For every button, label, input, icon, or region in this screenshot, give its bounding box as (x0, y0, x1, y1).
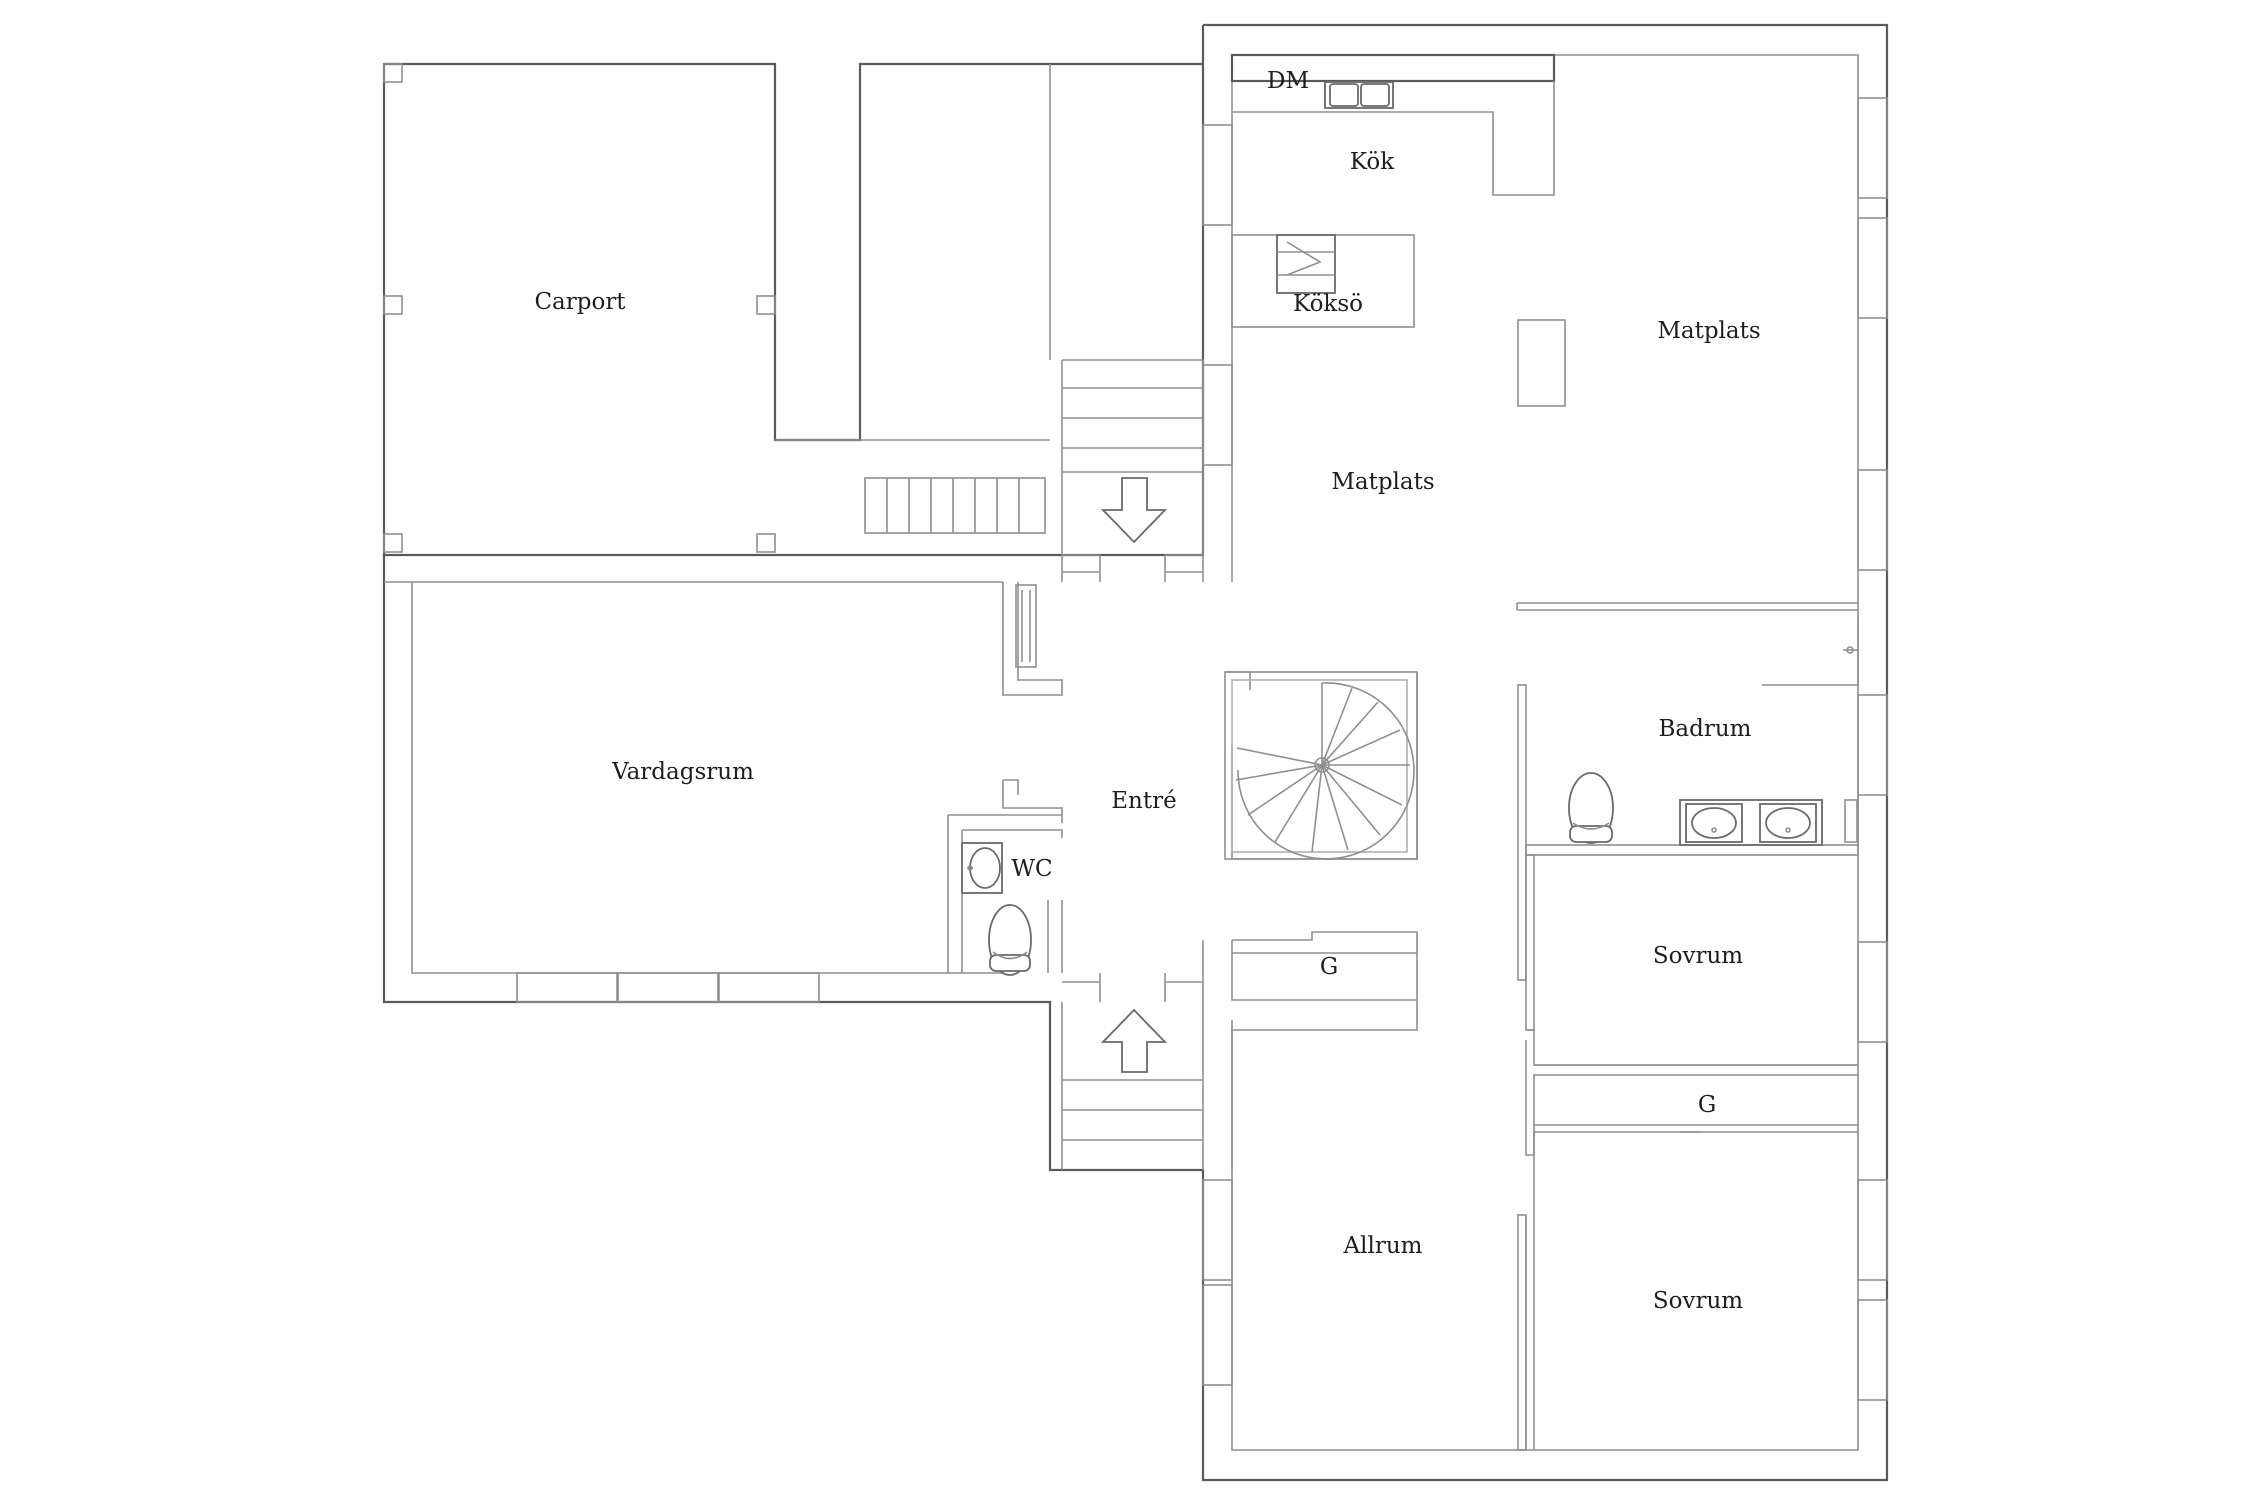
radiator (1015, 584, 1037, 668)
label-matplats-1: Matplats (1657, 318, 1760, 344)
wc-room (947, 779, 1063, 976)
label-wc: WC (1011, 856, 1052, 882)
room-labels: Carport DM Kök Köksö Matplats Matplats V… (534, 68, 1760, 1314)
closet-g (1231, 931, 1418, 1170)
north-stair (1061, 359, 1204, 582)
label-allrum: Allrum (1343, 1233, 1423, 1259)
label-sovrum-2: Sovrum (1653, 1288, 1743, 1314)
toilet-icon (988, 904, 1032, 976)
sink-icon (1685, 803, 1743, 843)
label-dm: DM (1267, 68, 1309, 94)
sink-icon (1759, 803, 1817, 843)
sink-icon (1324, 81, 1394, 109)
label-g-1: G (1320, 954, 1338, 980)
toilet-icon (1568, 772, 1614, 844)
badrum-fixtures (1568, 772, 1823, 846)
south-stair (1061, 940, 1204, 1170)
label-g-2: G (1698, 1092, 1716, 1118)
stove-icon (1276, 234, 1336, 294)
label-carport: Carport (534, 289, 626, 315)
label-matplats-2: Matplats (1331, 469, 1434, 495)
label-vardagsrum: Vardagsrum (611, 759, 754, 785)
label-kok: Kök (1350, 149, 1395, 175)
spiral-stair-icon (1224, 671, 1418, 860)
arrow-down-icon (1100, 477, 1168, 544)
kitchen (1230, 53, 1566, 407)
label-entre: Entré (1111, 788, 1176, 814)
label-badrum: Badrum (1659, 716, 1752, 742)
sink-icon (961, 842, 1003, 894)
carport-structure (382, 62, 1203, 555)
house-walls (382, 23, 1889, 1482)
arrow-up-icon (1100, 1008, 1168, 1073)
carport-stair (864, 477, 1046, 534)
label-koksö: Köksö (1293, 291, 1363, 317)
label-sovrum-1: Sovrum (1653, 943, 1743, 969)
